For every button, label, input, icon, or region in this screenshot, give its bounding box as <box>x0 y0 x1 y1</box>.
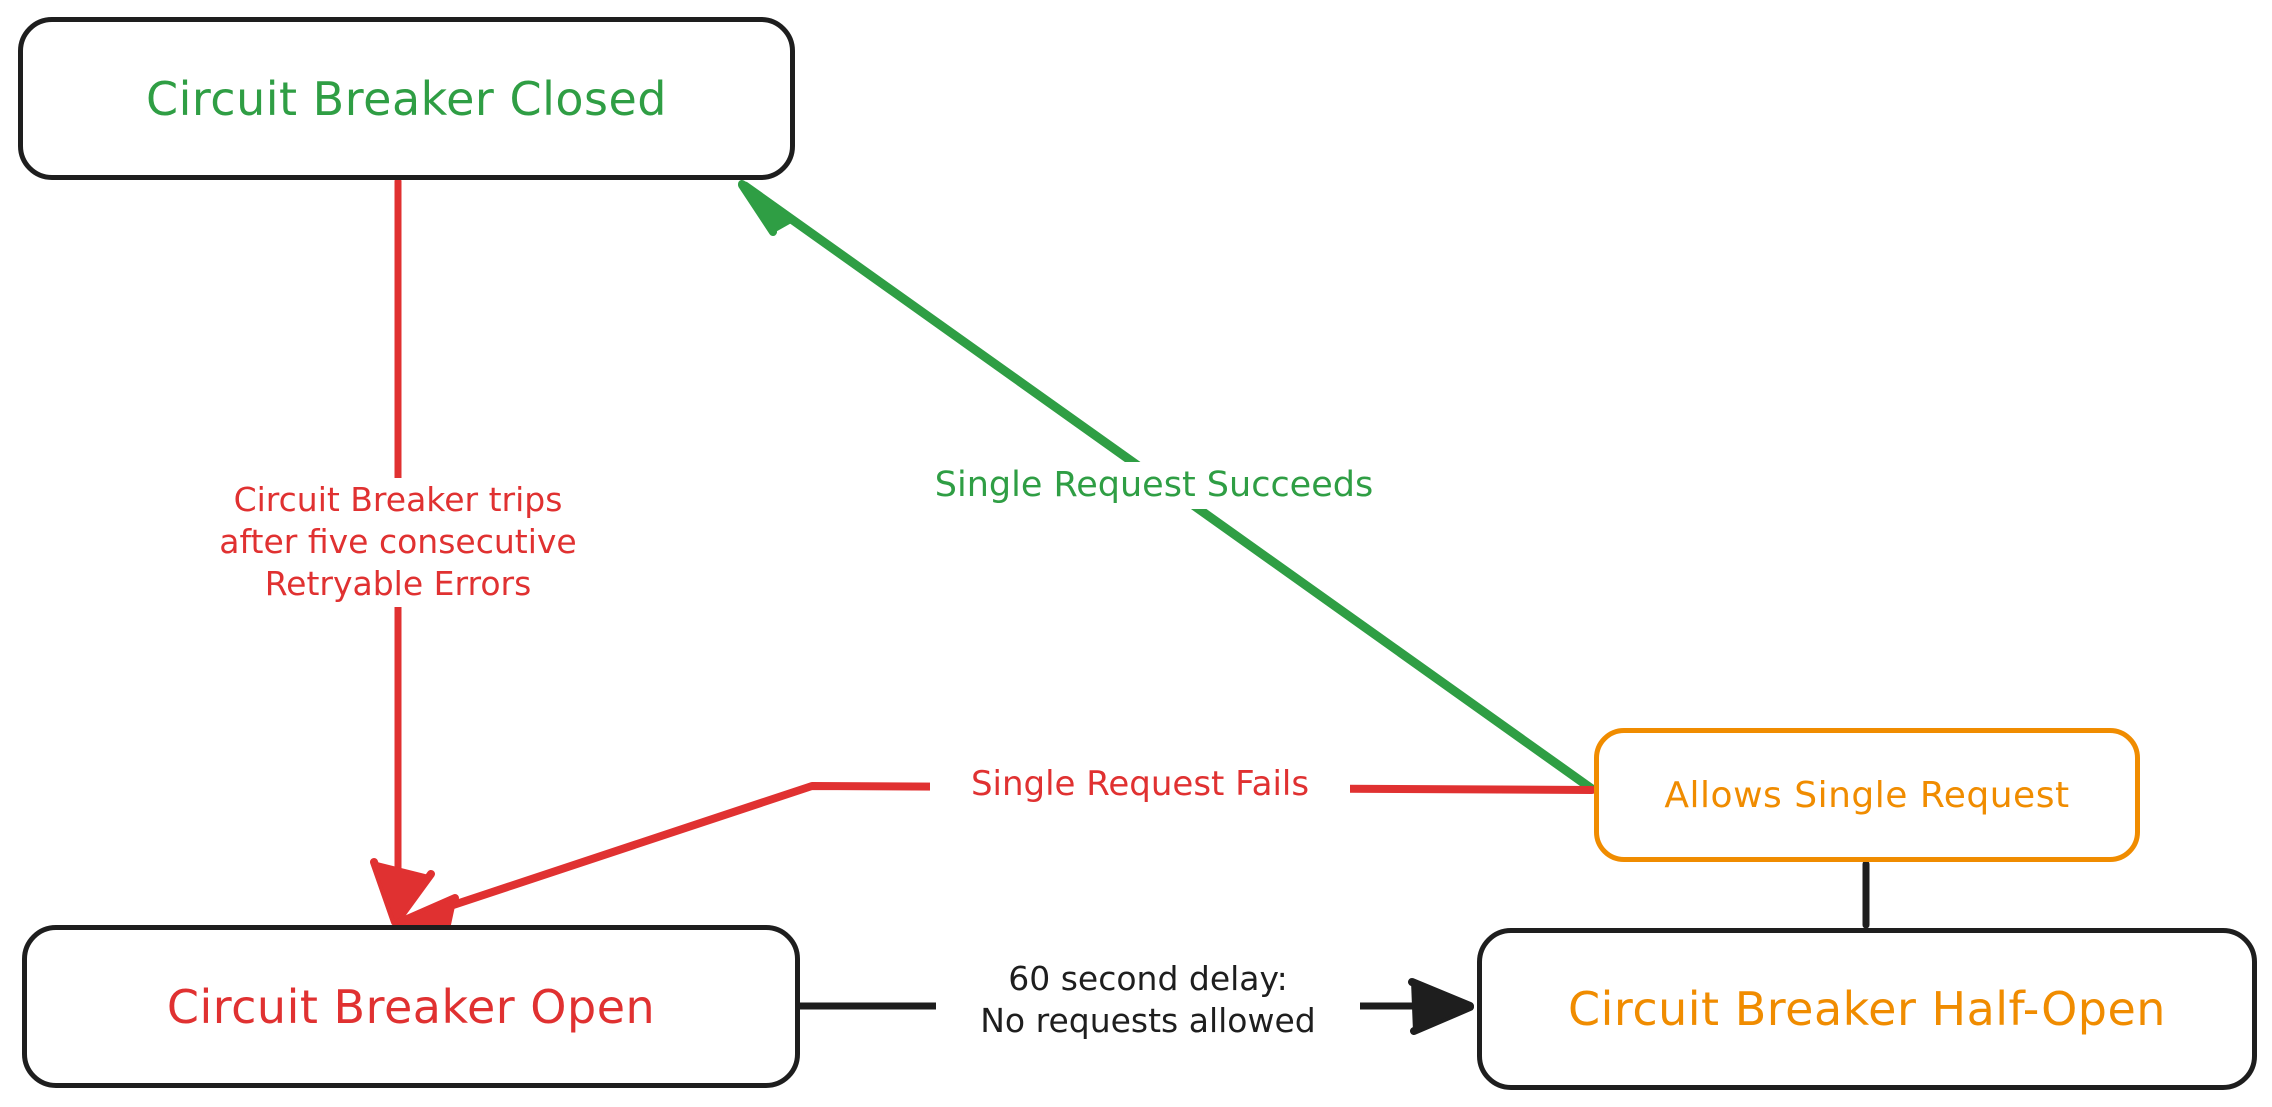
edge-label-single-request-fails: Single Request Fails <box>930 762 1350 808</box>
node-circuit-breaker-open[interactable]: Circuit Breaker Open <box>22 925 800 1088</box>
node-label-closed: Circuit Breaker Closed <box>146 71 667 126</box>
edge-label-single-request-succeeds: Single Request Succeeds <box>906 462 1402 509</box>
node-allows-single-request[interactable]: Allows Single Request <box>1594 728 2140 862</box>
node-label-allows-single-request: Allows Single Request <box>1664 774 2070 816</box>
node-circuit-breaker-closed[interactable]: Circuit Breaker Closed <box>18 17 795 180</box>
node-label-open: Circuit Breaker Open <box>166 979 656 1034</box>
edge-allows-to-open <box>394 782 1596 936</box>
edge-label-circuit-breaker-trips: Circuit Breaker trips after five consecu… <box>178 478 618 607</box>
node-circuit-breaker-half-open[interactable]: Circuit Breaker Half-Open <box>1477 928 2257 1090</box>
node-label-half-open: Circuit Breaker Half-Open <box>1568 982 2166 1036</box>
edge-label-60-second-delay: 60 second delay: No requests allowed <box>936 957 1360 1044</box>
